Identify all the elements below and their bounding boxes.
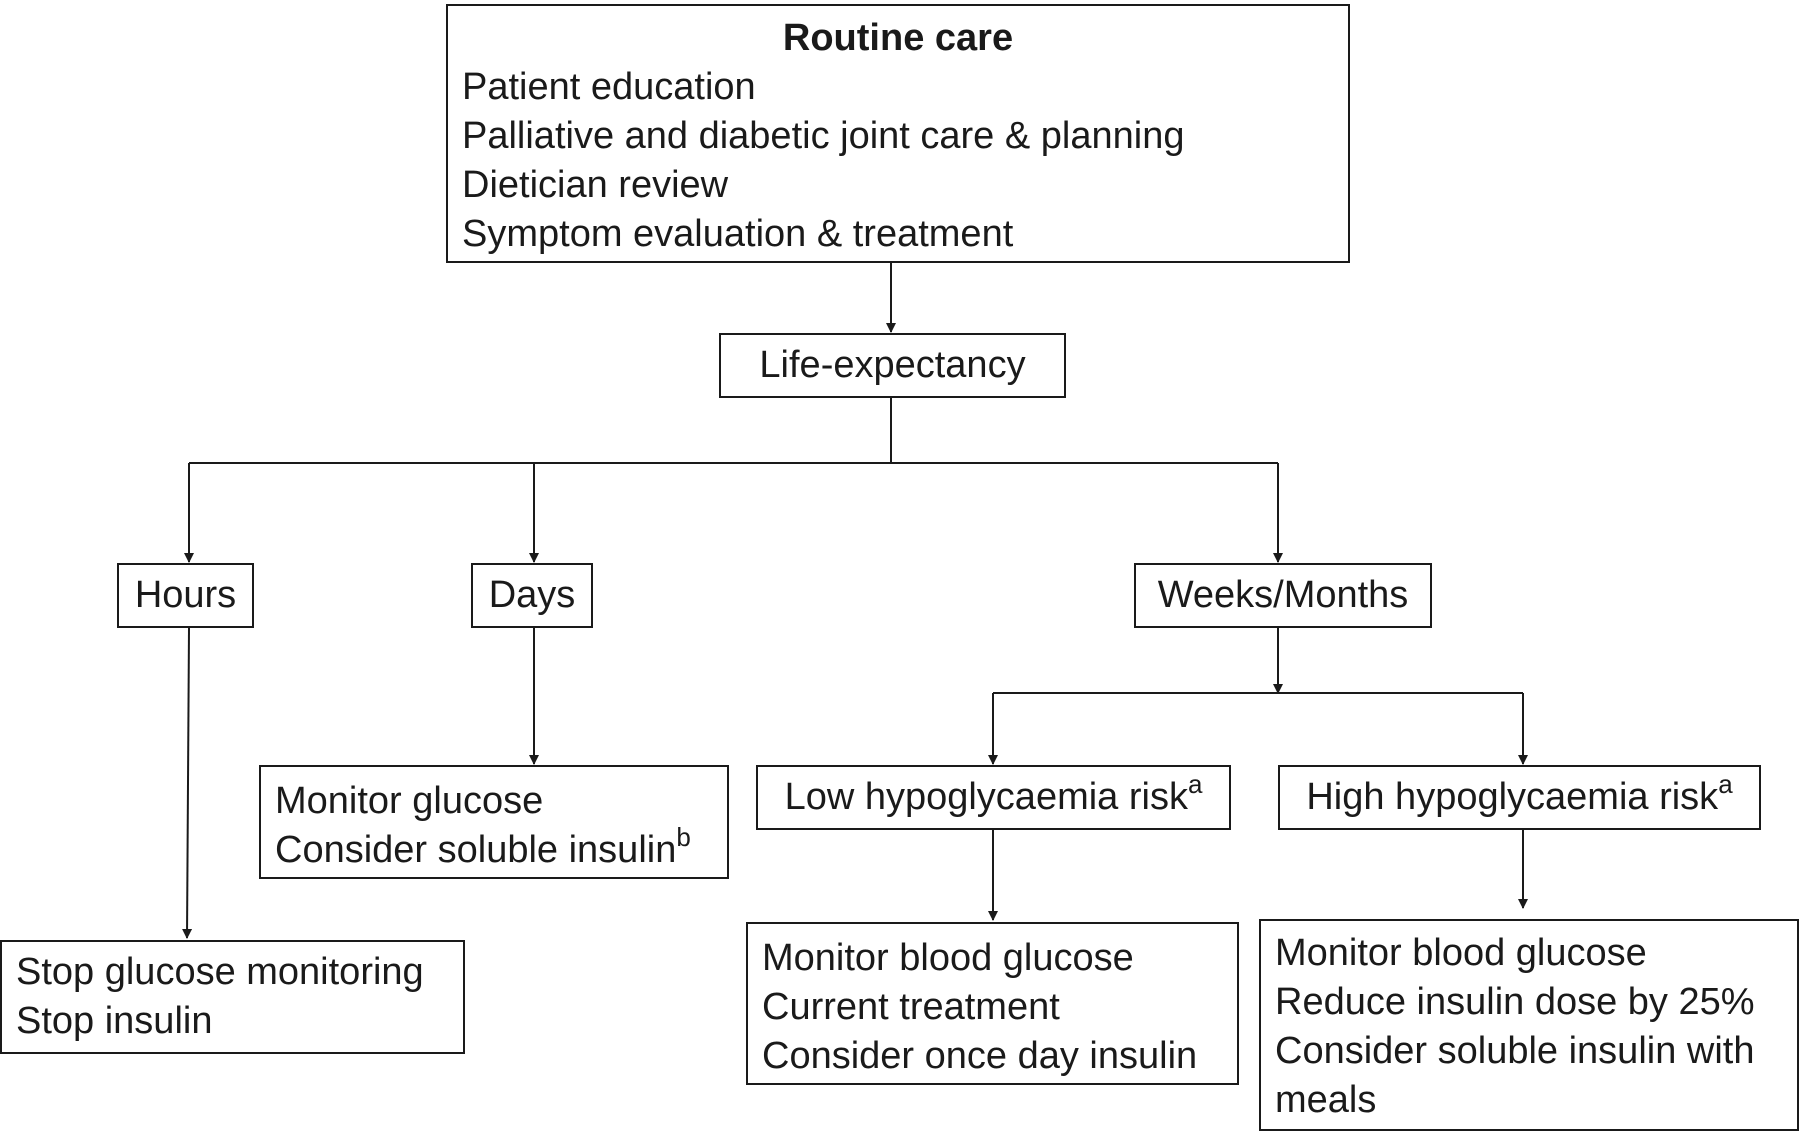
weeks-months-label: Weeks/Months xyxy=(1157,574,1409,616)
days-action-item: Monitor glucose xyxy=(275,780,544,822)
high-hypoglycaemia-risk-box: High hypoglycaemia riska xyxy=(1278,765,1761,830)
high-risk-text: High hypoglycaemia risk xyxy=(1306,776,1719,818)
routine-care-item: Palliative and diabetic joint care & pla… xyxy=(462,115,1185,157)
days-action-text: Consider soluble insulin xyxy=(275,829,677,871)
hours-box: Hours xyxy=(117,563,254,628)
low-risk-label: Low hypoglycaemia riska xyxy=(784,771,1203,822)
days-box: Days xyxy=(471,563,593,628)
hours-actions-box: Stop glucose monitoring Stop insulin xyxy=(0,940,465,1054)
low-risk-action-item: Consider once day insulin xyxy=(762,1035,1198,1077)
high-risk-actions-box: Monitor blood glucose Reduce insulin dos… xyxy=(1259,919,1799,1131)
footnote-marker: a xyxy=(1187,769,1203,799)
hours-label: Hours xyxy=(134,574,237,616)
days-label: Days xyxy=(488,574,576,616)
routine-care-item: Patient education xyxy=(462,66,756,108)
low-risk-action-item: Current treatment xyxy=(762,986,1060,1028)
low-risk-actions-box: Monitor blood glucose Current treatment … xyxy=(746,922,1239,1085)
life-expectancy-box: Life-expectancy xyxy=(719,333,1066,398)
hours-action-item: Stop insulin xyxy=(16,1000,213,1042)
high-risk-label: High hypoglycaemia riska xyxy=(1306,771,1732,822)
high-risk-action-item: Reduce insulin dose by 25% xyxy=(1275,981,1755,1023)
routine-care-item: Symptom evaluation & treatment xyxy=(462,213,1014,255)
high-risk-action-item: Monitor blood glucose xyxy=(1275,932,1647,974)
footnote-marker: b xyxy=(676,822,691,852)
hours-action-item: Stop glucose monitoring xyxy=(16,951,424,993)
life-expectancy-label: Life-expectancy xyxy=(759,344,1026,386)
footnote-marker: a xyxy=(1718,769,1733,799)
low-hypoglycaemia-risk-box: Low hypoglycaemia riska xyxy=(756,765,1231,830)
routine-care-item: Dietician review xyxy=(462,164,729,206)
arrow-hours-to-actions xyxy=(182,627,193,939)
low-risk-text: Low hypoglycaemia risk xyxy=(784,776,1188,818)
routine-care-box: Routine care Patient education Palliativ… xyxy=(446,4,1350,263)
high-risk-action-item: Consider soluble insulin with meals xyxy=(1275,1030,1755,1121)
routine-care-title: Routine care xyxy=(782,17,1014,59)
days-actions-box: Monitor glucose Consider soluble insulin… xyxy=(259,765,729,879)
low-risk-action-item: Monitor blood glucose xyxy=(762,937,1134,979)
weeks-months-box: Weeks/Months xyxy=(1134,563,1432,628)
days-action-item: Consider soluble insulinb xyxy=(275,824,713,875)
